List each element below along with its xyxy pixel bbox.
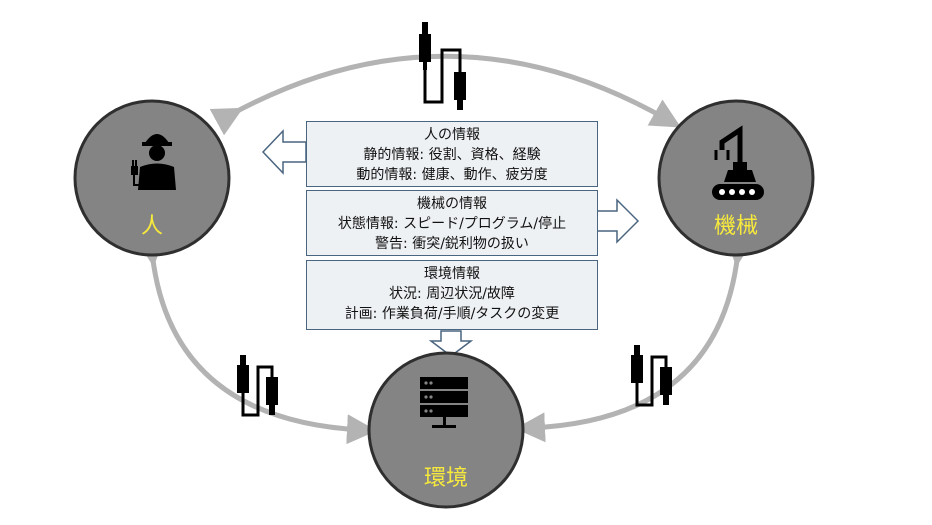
info-box-person: 人の情報 静的情報: 役割、資格、経験 動的情報: 健康、動作、疲労度 bbox=[306, 121, 598, 187]
worker-with-plug-icon bbox=[131, 134, 176, 190]
arrow-machine-to-environment bbox=[515, 235, 755, 443]
arrow-person-to-machine bbox=[209, 53, 682, 136]
info-box-person-title: 人の情報 bbox=[424, 127, 480, 143]
node-label-machine: 機械 bbox=[713, 214, 758, 239]
arrow-person-to-environment bbox=[135, 235, 377, 445]
node-label-environment: 環境 bbox=[423, 466, 468, 491]
info-box-environment-title: 環境情報 bbox=[424, 266, 480, 282]
hollow-arrow-to-person bbox=[261, 129, 307, 175]
cable-plug-icon-top bbox=[419, 22, 466, 110]
info-box-machine: 機械の情報 状態情報: スピード/プログラム/停止 警告: 衝突/鋭利物の扱い bbox=[306, 190, 598, 256]
cable-plug-icon-left bbox=[237, 355, 278, 417]
server-rack-icon bbox=[420, 377, 468, 428]
node-label-person: 人 bbox=[140, 214, 163, 239]
info-box-person-line-static: 静的情報: 役割、資格、経験 bbox=[363, 147, 541, 163]
info-box-machine-line-warning: 警告: 衝突/鋭利物の扱い bbox=[375, 236, 529, 252]
info-box-environment-line-plan: 計画: 作業負荷/手順/タスクの変更 bbox=[344, 306, 560, 322]
info-box-environment-line-situation: 状況: 周辺状況/故障 bbox=[389, 286, 515, 302]
node-machine bbox=[657, 99, 815, 257]
node-environment bbox=[367, 351, 525, 509]
info-box-environment: 環境情報 状況: 周辺状況/故障 計画: 作業負荷/手順/タスクの変更 bbox=[306, 260, 598, 330]
node-person bbox=[73, 99, 231, 257]
info-box-machine-line-status: 状態情報: スピード/プログラム/停止 bbox=[337, 216, 567, 232]
info-box-person-line-dynamic: 動的情報: 健康、動作、疲労度 bbox=[356, 167, 548, 183]
hollow-arrow-to-machine bbox=[595, 198, 640, 244]
robot-arm-conveyor-icon bbox=[712, 125, 764, 200]
hollow-arrow-to-environment bbox=[428, 330, 474, 357]
info-box-machine-title: 機械の情報 bbox=[417, 196, 487, 212]
cable-plug-icon-right bbox=[631, 345, 672, 407]
